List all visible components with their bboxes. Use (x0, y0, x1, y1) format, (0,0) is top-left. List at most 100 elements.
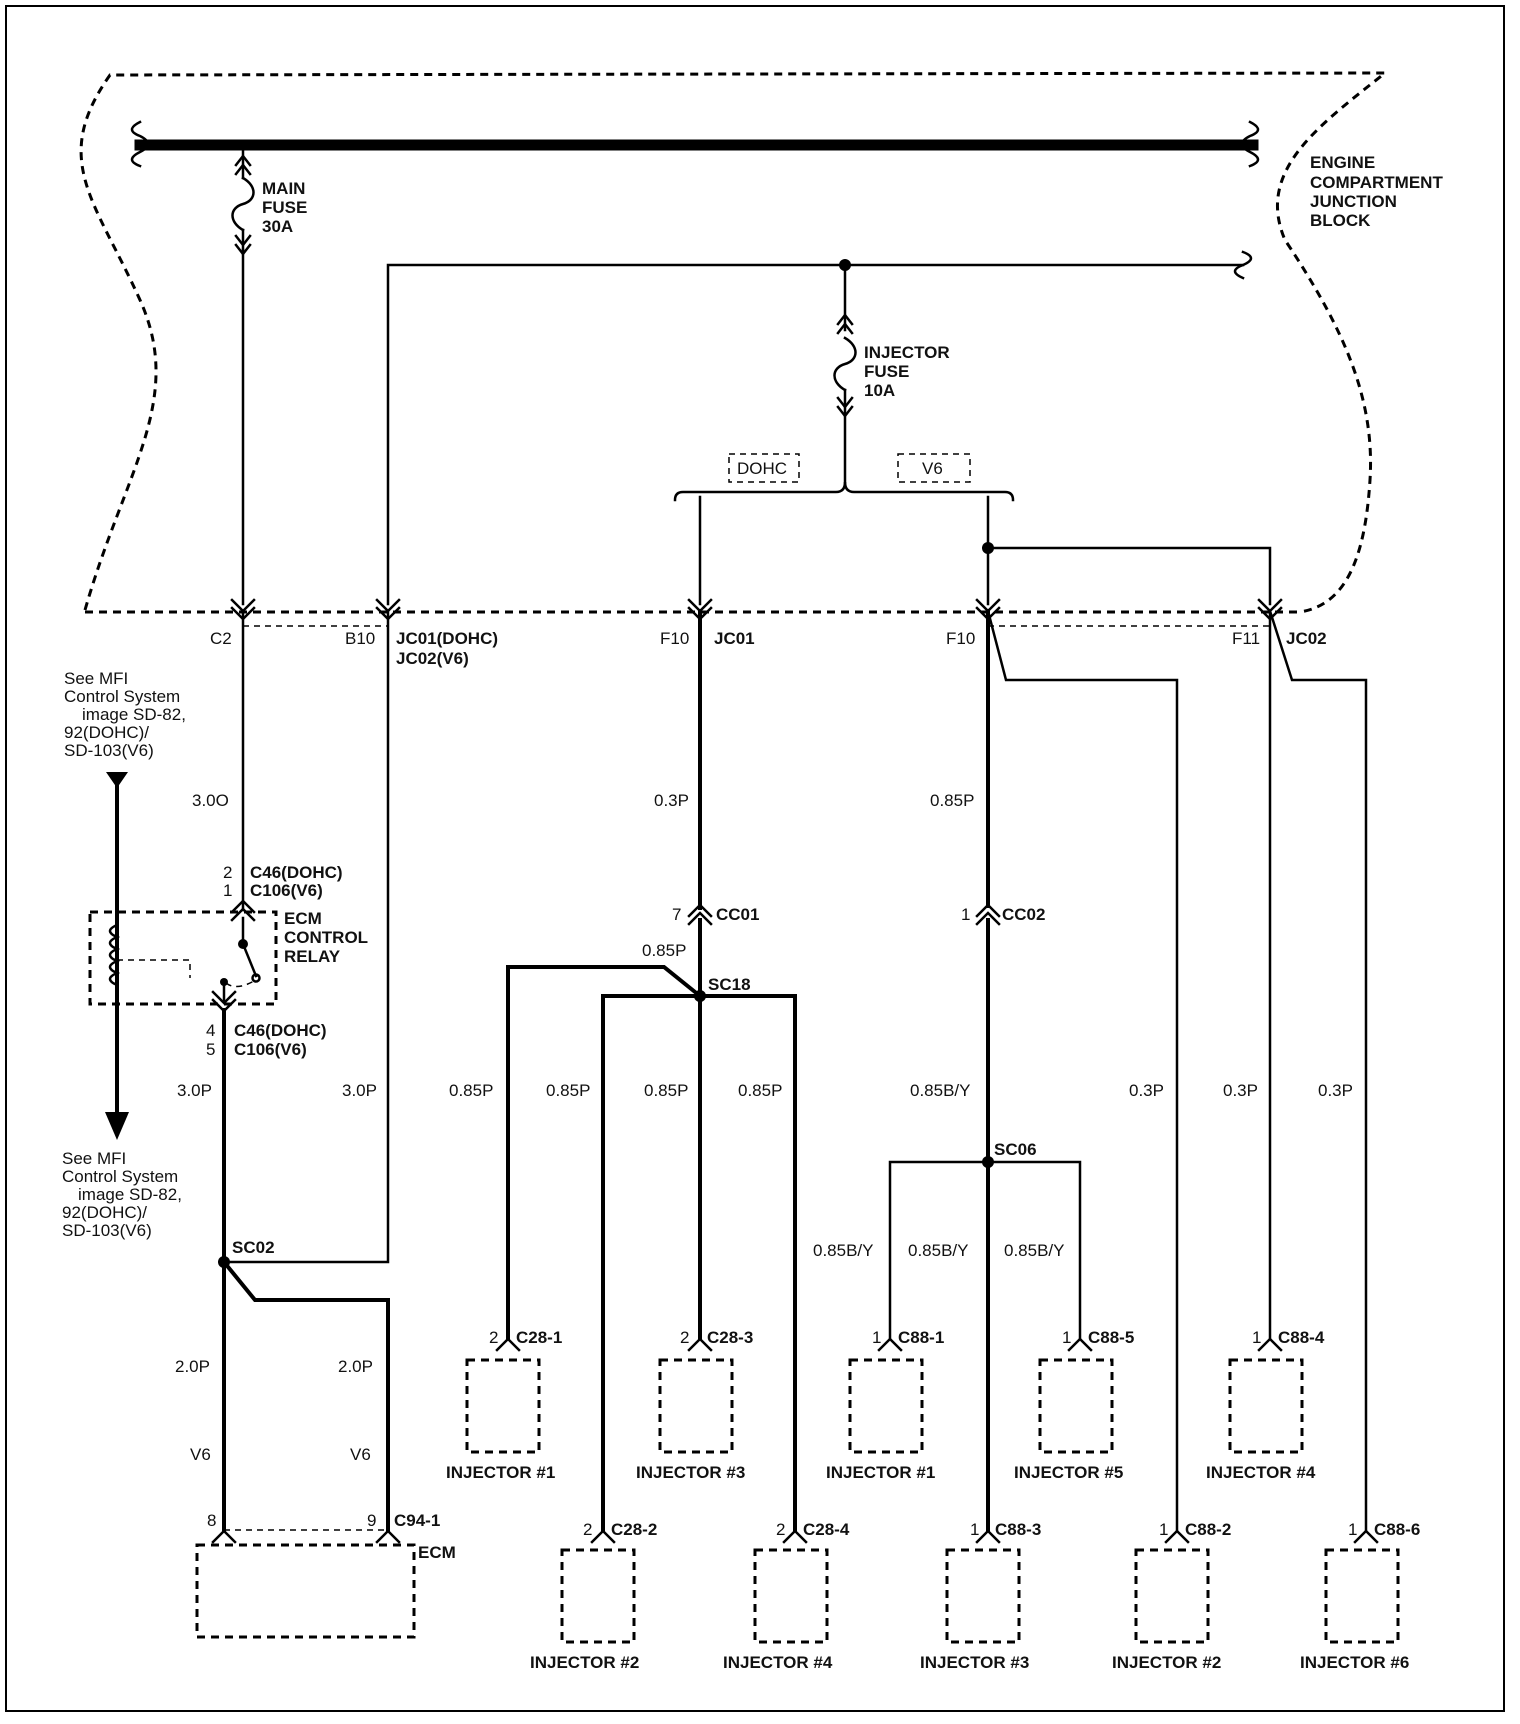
wire-gauge-label: 0.3P (1223, 1081, 1258, 1100)
ecm-control-relay-box (88, 910, 278, 1006)
injector-box (658, 1358, 734, 1454)
wire-gauge-label: 0.85P (546, 1081, 590, 1100)
ecm-pin-label: 9 (367, 1511, 376, 1530)
cc02-label: CC02 (1002, 905, 1045, 924)
wire-gauge-label: 0.3P (654, 791, 689, 810)
wire-gauge-label: 0.85B/Y (910, 1081, 971, 1100)
reference-note-line: 92(DOHC)/ (64, 723, 149, 742)
main-fuse-label: FUSE (262, 198, 307, 217)
cc01-pin-label: 7 (672, 905, 681, 924)
reference-note-line: See MFI (64, 669, 128, 688)
reference-note-line: Control System (62, 1167, 178, 1186)
relay-switch-swing (225, 980, 255, 988)
reference-note-upper: See MFI Control System image SD-82, 92(D… (64, 669, 186, 760)
wire-gauge-label: 0.85B/Y (1004, 1241, 1065, 1260)
junction-block-label-line: BLOCK (1310, 211, 1371, 230)
splice-sc18-label: SC18 (708, 975, 751, 994)
injector-label: INJECTOR #2 (530, 1653, 639, 1672)
down-arrow-icon (105, 1112, 129, 1140)
injector-pin-label: 2 (776, 1520, 785, 1539)
relay-pin-label: 4 (206, 1021, 215, 1040)
terminal-jc01-dohc-label: JC01(DOHC) (396, 629, 498, 648)
injector-c88-6: 1 C88-6 INJECTOR #6 (1300, 1520, 1420, 1672)
ecm-box (195, 1543, 416, 1639)
terminal-f11-label: F11 (1232, 629, 1260, 648)
injector-label: INJECTOR #1 (446, 1463, 555, 1482)
injector-c28-4: 2 C28-4 INJECTOR #4 (723, 1520, 850, 1672)
injector-pin-label: 2 (680, 1328, 689, 1347)
injector-pin-label: 1 (1159, 1520, 1168, 1539)
junction-block-label-line: COMPARTMENT (1310, 173, 1443, 192)
relay-top-connector-icon (230, 899, 256, 922)
injector-connector-label: C88-6 (1374, 1520, 1420, 1539)
v6-tag: V6 (922, 459, 943, 478)
relay-connector-label: C106(V6) (234, 1040, 307, 1059)
injector-c28-1: 2 C28-1 INJECTOR #1 (446, 1328, 562, 1482)
injector-c88-2: 1 C88-2 INJECTOR #2 (1112, 1520, 1231, 1672)
connector-icon (1164, 1529, 1190, 1544)
injector-label: INJECTOR #6 (1300, 1653, 1409, 1672)
injector-c88-5: 1 C88-5 INJECTOR #5 (1014, 1328, 1134, 1482)
injector-fuse: INJECTOR FUSE 10A (833, 263, 950, 486)
supply-break-right (1233, 250, 1253, 280)
busbar-break-left (130, 120, 150, 168)
injector-label: INJECTOR #5 (1014, 1463, 1123, 1482)
injector-box (848, 1358, 924, 1454)
wire-sc02-to-ecm-9 (221, 1259, 390, 1532)
wire-gauge-label: 0.85B/Y (908, 1241, 969, 1260)
junction-block-label-line: ENGINE (1310, 153, 1375, 172)
wire-gauge-label: 3.0P (342, 1081, 377, 1100)
relay-label: CONTROL (284, 928, 368, 947)
ecm-label: ECM (418, 1543, 456, 1562)
reference-note-line: See MFI (62, 1149, 126, 1168)
injector-c28-2: 2 C28-2 INJECTOR #2 (530, 1520, 657, 1672)
splice-sc02-label: SC02 (232, 1238, 275, 1257)
connector-icon (590, 1529, 616, 1544)
variant-branch-brace (673, 481, 1015, 502)
wire-f11-to-inj6 (1268, 609, 1368, 1532)
page-frame (5, 5, 1505, 1712)
cc02-pin-label: 1 (961, 905, 970, 924)
injector-connector-label: C28-1 (516, 1328, 562, 1347)
injector-connector-label: C88-2 (1185, 1520, 1231, 1539)
reference-note-line: image SD-82, (78, 1185, 182, 1204)
wire-sc18-to-inj2 (601, 994, 702, 1532)
injector-c88-1: 1 C88-1 INJECTOR #1 (826, 1328, 944, 1482)
injector-box (753, 1548, 829, 1644)
injector-pin-label: 1 (1062, 1328, 1071, 1347)
wire-gauge-label: 0.85P (449, 1081, 493, 1100)
dohc-tag-box (728, 453, 800, 483)
wire-gauge-label: 0.3P (1129, 1081, 1164, 1100)
ecm-pin-9-icon (375, 1529, 401, 1544)
reference-note-line: SD-103(V6) (62, 1221, 152, 1240)
ecm-pin-8-icon (211, 1529, 237, 1544)
wire-sc18-to-inj4 (698, 994, 797, 1532)
connector-icon (687, 1337, 713, 1352)
dohc-tag: DOHC (737, 459, 787, 478)
wire-gauge-label: 3.0P (177, 1081, 212, 1100)
connector-icon (975, 1529, 1001, 1544)
splice-sc06-label: SC06 (994, 1140, 1037, 1159)
injector-pin-label: 2 (583, 1520, 592, 1539)
relay-coil-icon (108, 923, 121, 987)
terminal-c2-label: C2 (210, 629, 232, 648)
v6-tag-box (897, 453, 971, 483)
wire-f10-to-inj2 (986, 609, 1179, 1532)
injector-fuse-rating: 10A (864, 381, 895, 400)
connector-icon (1353, 1529, 1379, 1544)
connector-icon (877, 1337, 903, 1352)
injector-pin-label: 1 (872, 1328, 881, 1347)
junction-block-label-line: JUNCTION (1310, 192, 1397, 211)
injector-label: INJECTOR #1 (826, 1463, 935, 1482)
injector-box (945, 1548, 1021, 1644)
terminal-chevrons (230, 598, 1283, 621)
injector-label: INJECTOR #4 (1206, 1463, 1316, 1482)
terminal-b10-label: B10 (345, 629, 375, 648)
injector-label: INJECTOR #4 (723, 1653, 833, 1672)
injector-pin-label: 1 (1252, 1328, 1261, 1347)
wire-gauge-label: 0.85P (644, 1081, 688, 1100)
wire-gauge-label: 0.85P (642, 941, 686, 960)
cc01-connector-icon (687, 903, 713, 926)
terminal-jc02-label: JC02 (1286, 629, 1327, 648)
